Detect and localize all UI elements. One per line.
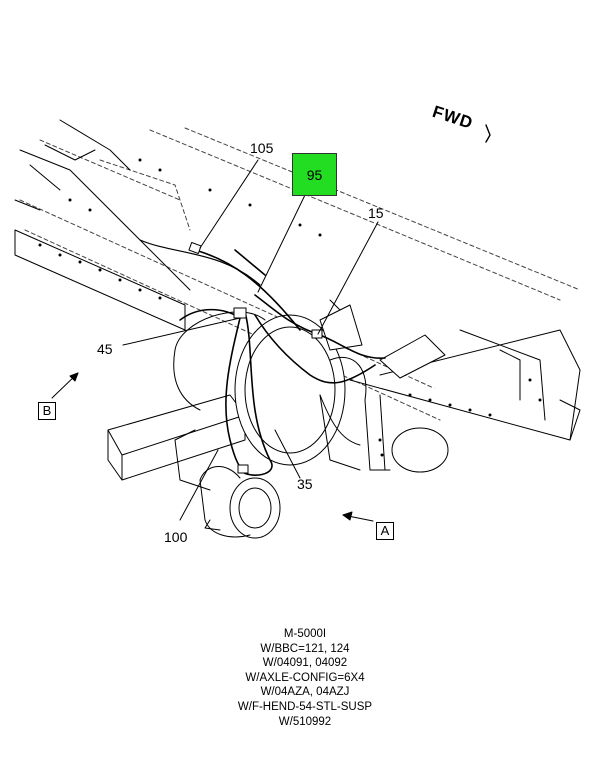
left-frame-rail bbox=[14, 119, 191, 331]
rail-holes bbox=[38, 158, 542, 457]
note-line: W/510992 bbox=[278, 715, 332, 728]
view-reference-b: B bbox=[38, 402, 56, 420]
note-line: W/AXLE-CONFIG=6X4 bbox=[245, 671, 365, 684]
right-frame-rail bbox=[329, 299, 581, 471]
callout-95-label: 95 bbox=[306, 166, 323, 183]
note-line: W/BBC=121, 124 bbox=[260, 642, 350, 655]
brake-chamber bbox=[199, 466, 281, 539]
chassis-illustration bbox=[14, 119, 581, 539]
note-line: W/04AZA, 04AZJ bbox=[260, 686, 350, 699]
view-reference-a: A bbox=[376, 522, 394, 540]
callout-35: 35 bbox=[297, 476, 313, 492]
note-line: W/F-HEND-54-STL-SUSP bbox=[237, 700, 373, 713]
callout-105: 105 bbox=[250, 140, 274, 156]
highlighted-callout-95[interactable]: 95 bbox=[292, 153, 337, 196]
air-spring bbox=[319, 394, 449, 473]
bracket-plate bbox=[319, 304, 446, 379]
hose-clamps bbox=[188, 242, 323, 474]
application-notes: M-5000I W/BBC=121, 124 W/04091, 04092 W/… bbox=[0, 627, 610, 729]
note-line: W/04091, 04092 bbox=[262, 657, 348, 670]
callout-100: 100 bbox=[164, 529, 188, 545]
callout-45: 45 bbox=[97, 341, 113, 357]
note-line: M-5000I bbox=[283, 628, 327, 640]
parts-diagram: FWD 95 105 15 45 35 100 B A bbox=[14, 102, 581, 545]
leader-lines bbox=[51, 124, 491, 522]
callout-15: 15 bbox=[368, 205, 384, 221]
differential-housing bbox=[173, 311, 367, 491]
